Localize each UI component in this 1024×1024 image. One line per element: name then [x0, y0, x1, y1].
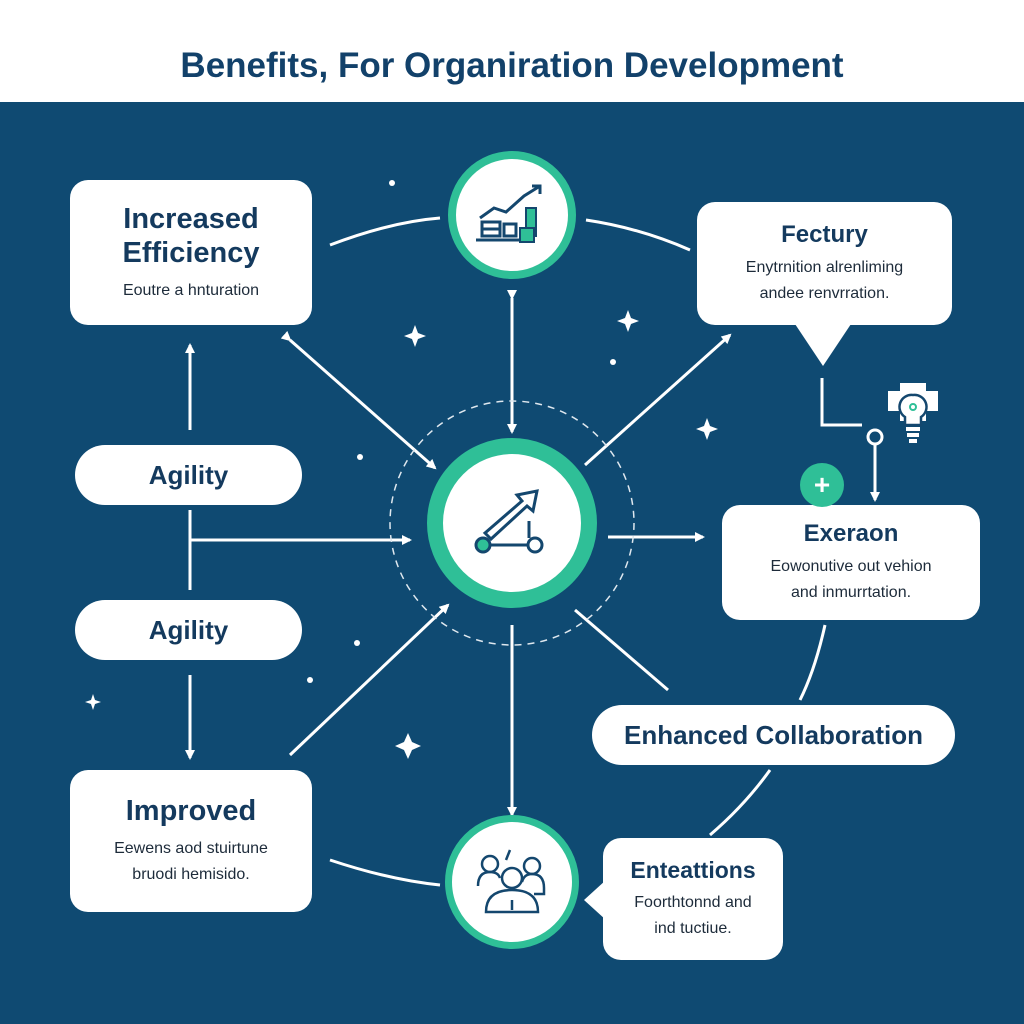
improved-card: Improved Eewens aod stuirtune bruodi hem… [70, 770, 312, 912]
enhanced-collaboration-pill: Enhanced Collaboration [592, 705, 955, 765]
card-description-line1: Foorthtonnd and [634, 893, 752, 911]
sparkle-icon [85, 694, 101, 710]
arc-top-left [329, 216, 441, 247]
team-icon [476, 849, 546, 914]
connector-node [866, 428, 884, 446]
sparkle-icon [696, 418, 718, 440]
arc-improved-bottom [329, 858, 441, 887]
arc-exeraon-collab [798, 624, 827, 701]
arrow-improved-center [288, 603, 450, 757]
growth-chart-node [448, 151, 576, 279]
agility-pill-1: Agility [75, 445, 302, 505]
card-heading: Improved [125, 794, 257, 827]
card-description-line1: Enytrnition alrenliming [745, 258, 904, 276]
arrow-agility-center [188, 510, 412, 545]
arrow-center-fectury [583, 333, 732, 467]
connector-fectury-exeraon [820, 378, 862, 427]
team-node [445, 815, 579, 949]
enteattions-card: Enteattions Foorthtonnd and ind tuctiue. [603, 838, 783, 960]
arrow-efficiency-center [280, 330, 437, 470]
card-description-line2: ind tuctiue. [654, 919, 732, 937]
card-description-line1: Eowonutive out vehion [770, 557, 932, 575]
central-progress-node [427, 438, 597, 608]
page-title: Benefits, For Organiration Development [180, 46, 844, 85]
sparkle-icon [404, 325, 426, 347]
card-description: Eoutre a hnturation [122, 281, 260, 299]
sparkle-icon [395, 733, 421, 759]
line-center-collab [574, 608, 669, 692]
progress-arrow-icon [474, 489, 544, 554]
agility-pill-2: Agility [75, 600, 302, 660]
card-heading: Exeraon [803, 519, 899, 547]
card-description-line2: and inmurrtation. [790, 583, 912, 601]
lightbulb-gear-icon [888, 383, 938, 443]
exeraon-card: Exeraon Eowonutive out vehion and inmurr… [722, 505, 980, 620]
card-description-line2: bruodi hemisido. [132, 865, 250, 883]
growth-chart-icon [476, 184, 542, 243]
card-heading: Enteattions [630, 856, 756, 883]
card-description-line1: Eewens aod stuirtune [114, 839, 268, 857]
sparkles [85, 180, 718, 759]
card-heading: Fectury [781, 220, 868, 248]
callout-pointer [584, 880, 606, 920]
arc-collab-enteattions [709, 769, 772, 837]
plus-node: + [800, 463, 844, 507]
card-heading: Increased Efficiency [122, 202, 260, 269]
increased-efficiency-card: Increased Efficiency Eoutre a hnturation [70, 180, 312, 325]
fectury-card: Fectury Enytrnition alrenliming andee re… [697, 202, 952, 325]
orbit-dashed-circle [389, 400, 635, 646]
title-bar: Benefits, For Organiration Development [0, 0, 1024, 102]
sparkle-icon [617, 310, 639, 332]
card-description-line2: andee renvrration. [759, 284, 890, 302]
plus-icon: + [813, 469, 831, 500]
arc-top-right [585, 218, 691, 252]
callout-pointer [795, 324, 851, 366]
